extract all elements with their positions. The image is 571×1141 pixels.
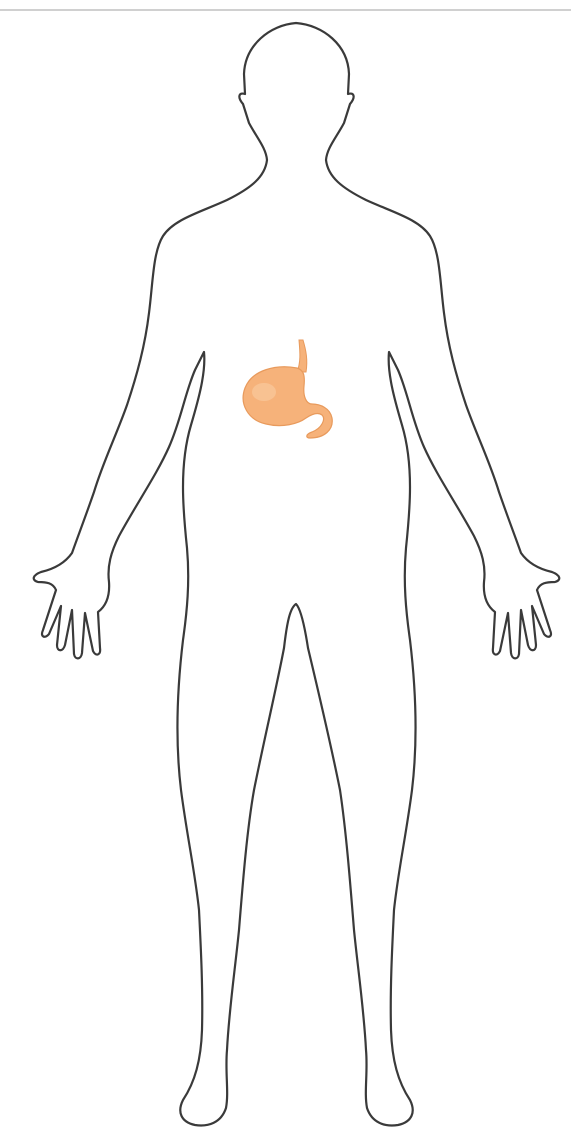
esophagus-shape <box>297 340 307 372</box>
stomach-highlight <box>252 383 276 401</box>
stomach-organ[interactable] <box>243 340 332 438</box>
stomach-body-shape <box>243 367 332 438</box>
body-outline <box>34 23 560 1125</box>
